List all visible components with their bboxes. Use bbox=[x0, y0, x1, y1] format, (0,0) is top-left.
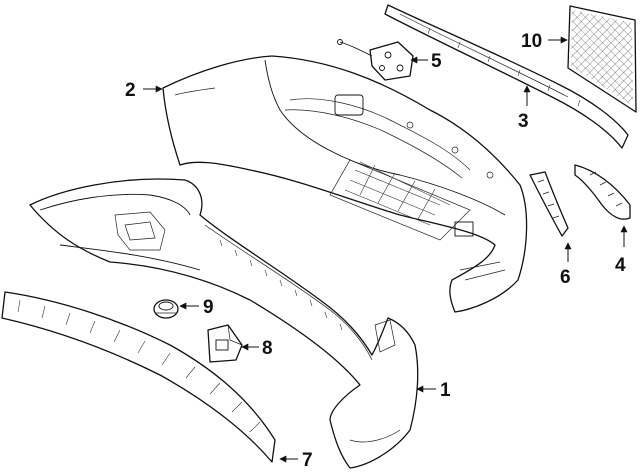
callout-label-5: 5 bbox=[431, 51, 442, 72]
callout-10: 10 bbox=[521, 31, 568, 52]
callout-label-7: 7 bbox=[302, 450, 313, 471]
callout-9: 9 bbox=[179, 297, 214, 318]
callout-label-1: 1 bbox=[440, 380, 451, 401]
callout-6: 6 bbox=[560, 242, 572, 288]
callout-5: 5 bbox=[410, 51, 442, 72]
callout-8: 8 bbox=[241, 338, 273, 359]
callout-7: 7 bbox=[279, 450, 313, 471]
part-reinforcement-bar bbox=[384, 4, 629, 149]
callout-1: 1 bbox=[416, 380, 451, 401]
callout-label-9: 9 bbox=[203, 297, 214, 318]
part-lower-bumper-fascia bbox=[29, 178, 419, 469]
callout-label-3: 3 bbox=[518, 111, 529, 132]
part-upper-bumper-cover bbox=[162, 55, 528, 313]
part-round-clip bbox=[153, 299, 179, 319]
part-side-bracket-6 bbox=[529, 171, 569, 237]
callout-3: 3 bbox=[518, 85, 531, 132]
part-mesh-grille bbox=[567, 5, 637, 113]
callout-label-4: 4 bbox=[615, 255, 626, 276]
callout-label-10: 10 bbox=[521, 31, 542, 52]
part-sensor-bracket bbox=[337, 39, 414, 81]
callout-2: 2 bbox=[125, 80, 163, 101]
callout-label-8: 8 bbox=[262, 338, 273, 359]
callout-label-6: 6 bbox=[560, 267, 571, 288]
callout-label-2: 2 bbox=[125, 80, 136, 101]
callout-4: 4 bbox=[615, 225, 628, 276]
part-retainer-bracket bbox=[207, 324, 243, 363]
part-lower-valance-strip bbox=[1, 291, 276, 463]
part-side-bracket-4 bbox=[574, 164, 631, 220]
